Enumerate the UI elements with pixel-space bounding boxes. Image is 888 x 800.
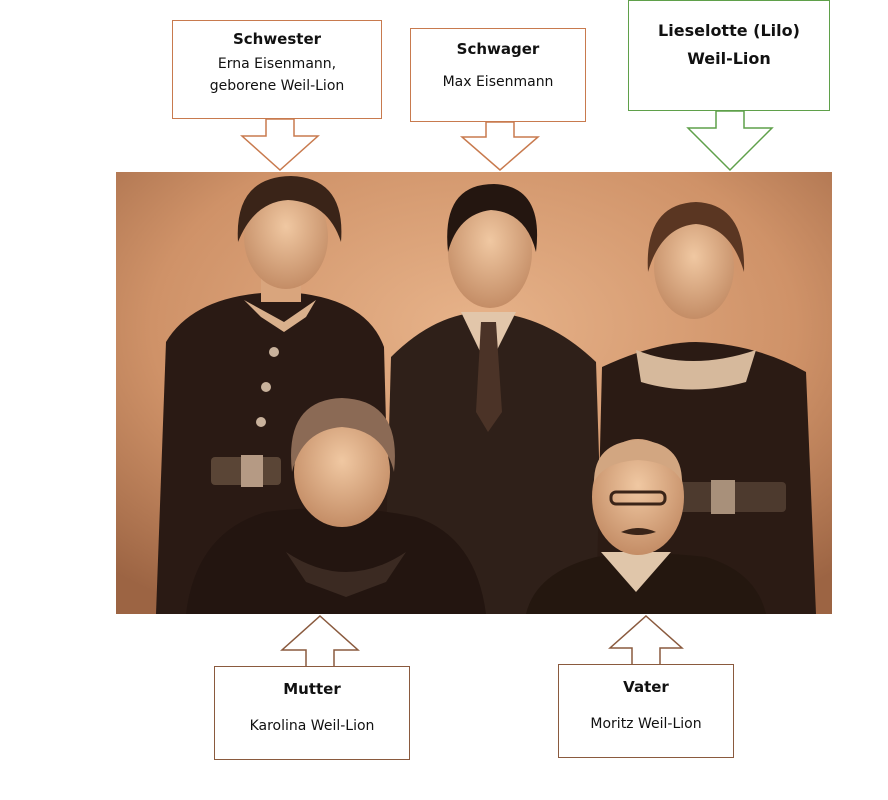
label-vater-name: Moritz Weil-Lion bbox=[590, 716, 702, 732]
family-photo-illustration bbox=[116, 172, 832, 614]
arrow-down-icon bbox=[459, 121, 541, 171]
label-schwager-name: Max Eisenmann bbox=[442, 74, 554, 90]
label-mutter: Mutter Karolina Weil-Lion bbox=[214, 666, 410, 760]
label-mutter-role: Mutter bbox=[283, 680, 341, 698]
label-vater-role: Vater bbox=[623, 678, 669, 696]
label-schwester-name-line1: Erna Eisenmann, bbox=[217, 56, 337, 72]
label-lilo-name-line2: Weil-Lion bbox=[687, 49, 771, 68]
label-schwester-role: Schwester bbox=[232, 30, 322, 48]
label-lilo-name-line1: Lieselotte (Lilo) bbox=[658, 21, 800, 40]
family-photo bbox=[116, 172, 832, 614]
person-mutter bbox=[186, 398, 486, 614]
label-lilo: Lieselotte (Lilo) Weil-Lion bbox=[628, 0, 830, 111]
label-schwester: Schwester Erna Eisenmann, geborene Weil-… bbox=[172, 20, 382, 119]
label-mutter-name: Karolina Weil-Lion bbox=[249, 718, 375, 734]
arrow-up-icon bbox=[608, 614, 684, 667]
label-schwager-role: Schwager bbox=[456, 40, 540, 58]
label-schwester-name-line2: geborene Weil-Lion bbox=[209, 78, 345, 94]
arrow-down-icon bbox=[686, 110, 774, 172]
person-vater bbox=[526, 439, 766, 614]
label-vater: Vater Moritz Weil-Lion bbox=[558, 664, 734, 758]
arrow-down-icon bbox=[240, 118, 320, 172]
arrow-up-icon bbox=[280, 614, 360, 669]
label-schwager: Schwager Max Eisenmann bbox=[410, 28, 586, 122]
